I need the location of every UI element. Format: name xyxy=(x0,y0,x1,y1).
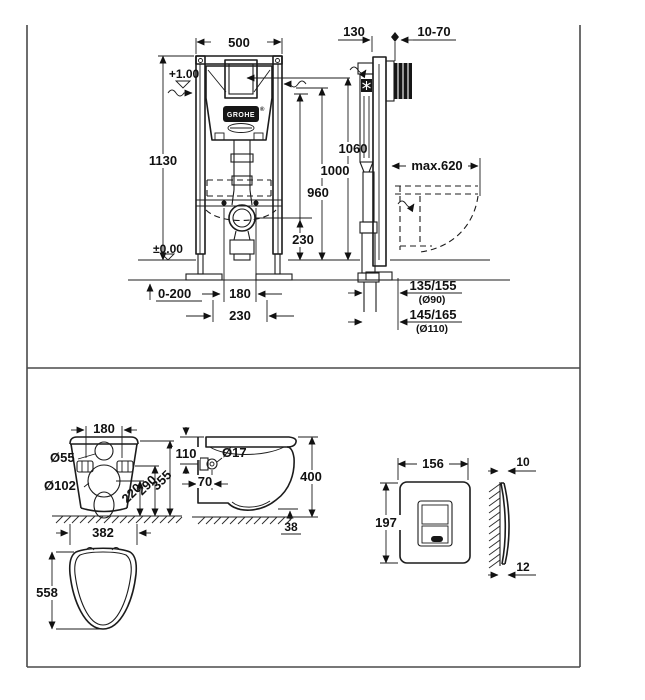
dim-fixing-depth: 70 xyxy=(198,474,212,489)
dim-hinge-spacing: 180 xyxy=(93,421,115,436)
dim-outlet-hole-dia: Ø102 xyxy=(44,478,76,493)
dim-bowl-length: 558 xyxy=(36,585,58,600)
dim-seat-hole-dia: Ø55 xyxy=(50,450,75,465)
dim-h1060: 1060 xyxy=(339,141,368,156)
sheet-border xyxy=(26,25,581,668)
bowl-side-view: Ø17 110 70 400 38 xyxy=(172,427,326,535)
frame-side-view xyxy=(349,56,479,312)
flush-plate xyxy=(399,481,471,564)
valve-symbol xyxy=(361,79,372,92)
bowl-rear-view: Ø55 Ø102 180 220 290 355 382 xyxy=(44,421,183,545)
dim-frame-height: 1130 xyxy=(149,153,177,168)
frame-front-view: GROHE ® xyxy=(185,55,293,281)
dim-plate-top-depth: 10 xyxy=(516,455,530,469)
dim-plate-bottom-depth: 12 xyxy=(516,560,530,574)
dim-h960: 960 xyxy=(307,185,329,200)
dim-wall-thickness: 10-70 xyxy=(417,24,450,39)
dim-max-reach: max.620 xyxy=(411,158,462,173)
seat-hole xyxy=(94,441,114,461)
side-squiggle-top xyxy=(349,66,367,79)
logo-registered-mark: ® xyxy=(260,106,265,113)
plate-side-view: 10 12 xyxy=(488,455,536,579)
cistern-tank xyxy=(205,65,273,141)
inspection-opening xyxy=(224,59,258,99)
seat-lid xyxy=(205,436,297,448)
hinge-fittings xyxy=(76,460,134,473)
level-mark-plus: +1.00 xyxy=(169,67,200,81)
flush-button-small xyxy=(421,525,449,544)
flush-button-frame xyxy=(417,500,453,547)
dim-fixing-narrow: 180 xyxy=(229,286,251,301)
dim-drain-height: 230 xyxy=(292,232,314,247)
dim-clearance: 38 xyxy=(284,520,298,534)
logo-text: GROHE xyxy=(227,112,255,119)
dim-outlet110-dia: (Ø110) xyxy=(416,323,448,335)
dim-outlet90-dia: (Ø90) xyxy=(419,294,446,306)
dim-plate-width: 156 xyxy=(422,456,444,471)
dim-frame-depth: 130 xyxy=(343,24,365,39)
plate-front-view: 156 197 xyxy=(371,456,471,564)
supply-squiggle-right xyxy=(283,80,307,88)
dim-foot-adjust: 0-200 xyxy=(158,286,191,301)
side-squiggle-bowl xyxy=(397,200,415,213)
dim-fixing-dia: Ø17 xyxy=(222,445,247,460)
dim-outlet110: 145/165 xyxy=(410,307,457,322)
dim-plate-height: 197 xyxy=(375,515,397,530)
wall-reference-diamond xyxy=(391,32,399,42)
dim-fixing-wide: 230 xyxy=(229,308,251,323)
dim-bowl-width: 382 xyxy=(92,525,114,540)
dim-bowl-height: 400 xyxy=(300,469,322,484)
level-mark-zero: ±0.00 xyxy=(153,242,183,256)
flush-button-large xyxy=(421,504,449,525)
dim-frame-width: 500 xyxy=(228,35,250,50)
dim-outlet90: 135/155 xyxy=(410,278,457,293)
grohe-logo: GROHE ® xyxy=(223,106,265,133)
frame-side-dimensions: 130 10-70 max.620 135/155 (Ø90) 145/165 … xyxy=(338,24,481,335)
supply-squiggle-left xyxy=(167,89,193,97)
frame-front-dimensions: 500 1130 +1.00 960 1000 1060 230 ±0.00 xyxy=(128,35,510,323)
dim-h1000: 1000 xyxy=(321,163,350,178)
bowl-top-view: 558 xyxy=(33,547,138,630)
dim-fixing-offset: 110 xyxy=(176,446,197,461)
